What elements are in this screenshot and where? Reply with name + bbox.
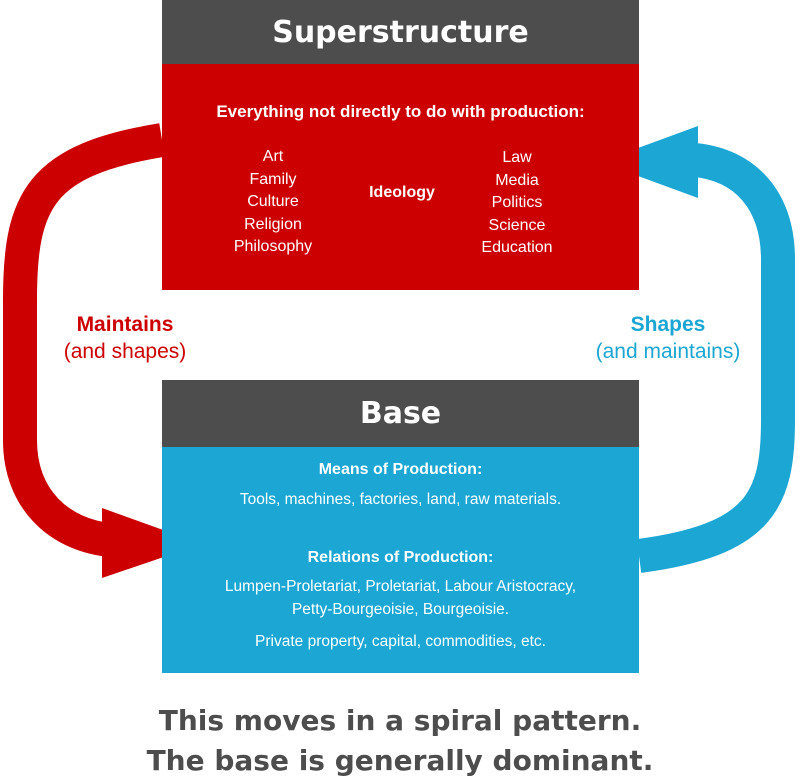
maintains-label-sub: (and shapes) <box>63 340 187 363</box>
relations-line-1: Lumpen-Proletariat, Proletariat, Labour … <box>224 578 577 595</box>
means-heading: Means of Production: <box>318 461 483 478</box>
shapes-label-sub: (and maintains) <box>595 340 741 363</box>
footer-line-2: The base is generally dominant. <box>146 744 654 777</box>
relations-heading: Relations of Production: <box>307 549 494 566</box>
superstructure-right-list: Law Media Politics Science Education <box>447 147 587 260</box>
list-item: Philosophy <box>233 238 313 255</box>
superstructure-left-list: Art Family Culture Religion Philosophy <box>203 146 343 259</box>
ideology-label: Ideology <box>369 184 435 201</box>
list-item: Science <box>488 216 546 234</box>
list-item: Art <box>262 148 284 165</box>
property-line: Private property, capital, commodities, … <box>255 633 546 650</box>
list-item: Politics <box>491 194 543 211</box>
shapes-arrow-shaft <box>636 143 795 573</box>
superstructure-box: Everything not directly to do with produ… <box>162 64 639 290</box>
maintains-arrow-shaft <box>3 123 165 557</box>
list-item: Law <box>502 149 532 166</box>
list-item: Family <box>249 170 297 188</box>
list-item: Education <box>481 239 553 256</box>
base-title: Base <box>162 380 639 447</box>
maintains-label-main: Maintains <box>76 313 174 336</box>
list-item: Religion <box>244 215 302 233</box>
list-item: Culture <box>247 193 299 210</box>
means-text: Tools, machines, factories, land, raw ma… <box>239 491 562 508</box>
list-item: Media <box>495 171 539 189</box>
shapes-arrow-head <box>600 126 698 198</box>
shapes-label-main: Shapes <box>630 313 706 336</box>
relations-line-2: Petty-Bourgeoisie, Bourgeoisie. <box>291 601 510 618</box>
maintains-arrow-head <box>102 508 202 578</box>
maintains-label: Maintains (and shapes) <box>40 311 210 365</box>
superstructure-title: Superstructure <box>162 0 639 64</box>
shapes-label: Shapes (and maintains) <box>568 311 768 365</box>
superstructure-heading: Everything not directly to do with produ… <box>216 102 585 121</box>
footer-line-1: This moves in a spiral pattern. <box>158 704 642 737</box>
base-box: Means of Production: Tools, machines, fa… <box>162 447 639 673</box>
